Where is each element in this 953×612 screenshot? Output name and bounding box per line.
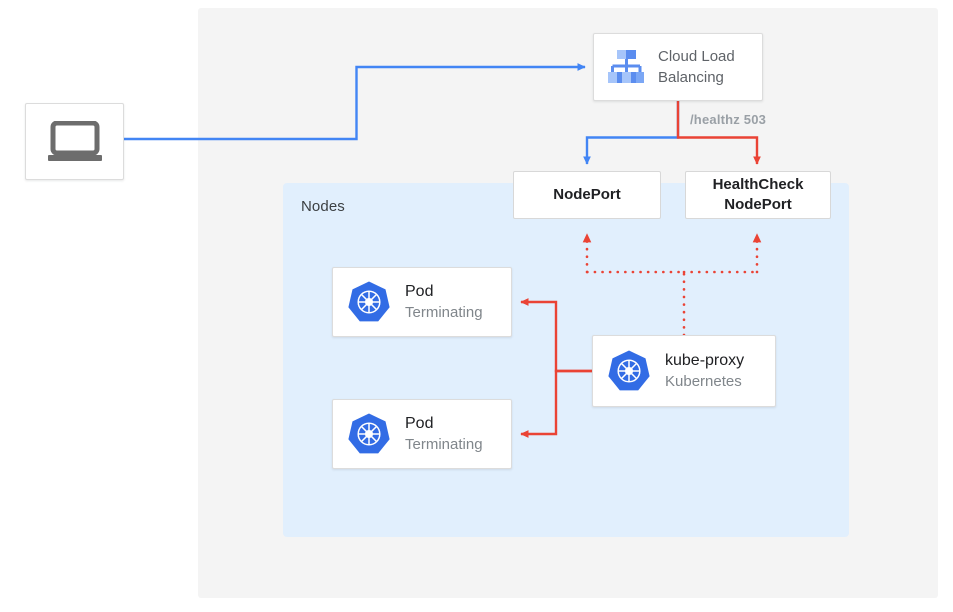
pod-status: Terminating [405,304,483,321]
pod-text: Pod Terminating [405,413,483,455]
healthcheck-nodeport-card: HealthCheck NodePort [685,171,831,219]
kube-proxy-subtitle: Kubernetes [665,373,742,390]
pod-title: Pod [405,283,434,300]
kubernetes-icon [348,281,390,322]
cloud-load-balancing-label: Cloud Load Balancing [658,46,735,88]
pod-card: Pod Terminating [332,399,512,469]
pod-title: Pod [405,415,434,432]
laptop-icon [47,120,102,161]
client-laptop-card [25,103,124,180]
kube-proxy-title: kube-proxy [665,352,745,369]
cloud-load-balancing-card: Cloud Load Balancing [593,33,763,101]
kube-proxy-text: kube-proxy Kubernetes [665,350,744,392]
kubernetes-icon [348,413,390,454]
healthcheck-nodeport-label-line1: HealthCheck [712,176,804,193]
kubernetes-icon [608,350,650,391]
healthz-status-label: /healthz 503 [690,112,767,127]
healthcheck-nodeport-label: HealthCheck NodePort [713,175,804,215]
cloud-load-balancing-title-line1: Cloud Load [658,48,735,65]
nodeport-label: NodePort [553,185,621,205]
cloud-load-balancing-icon [608,50,644,83]
pod-card: Pod Terminating [332,267,512,337]
kube-proxy-card: kube-proxy Kubernetes [592,335,776,407]
healthcheck-nodeport-label-line2: NodePort [724,196,792,213]
cloud-load-balancing-title-line2: Balancing [658,69,724,86]
nodeport-card: NodePort [513,171,661,219]
nodeport-label-line1: NodePort [553,186,621,203]
pod-status: Terminating [405,436,483,453]
pod-text: Pod Terminating [405,281,483,323]
nodes-region-label: Nodes [301,198,345,215]
